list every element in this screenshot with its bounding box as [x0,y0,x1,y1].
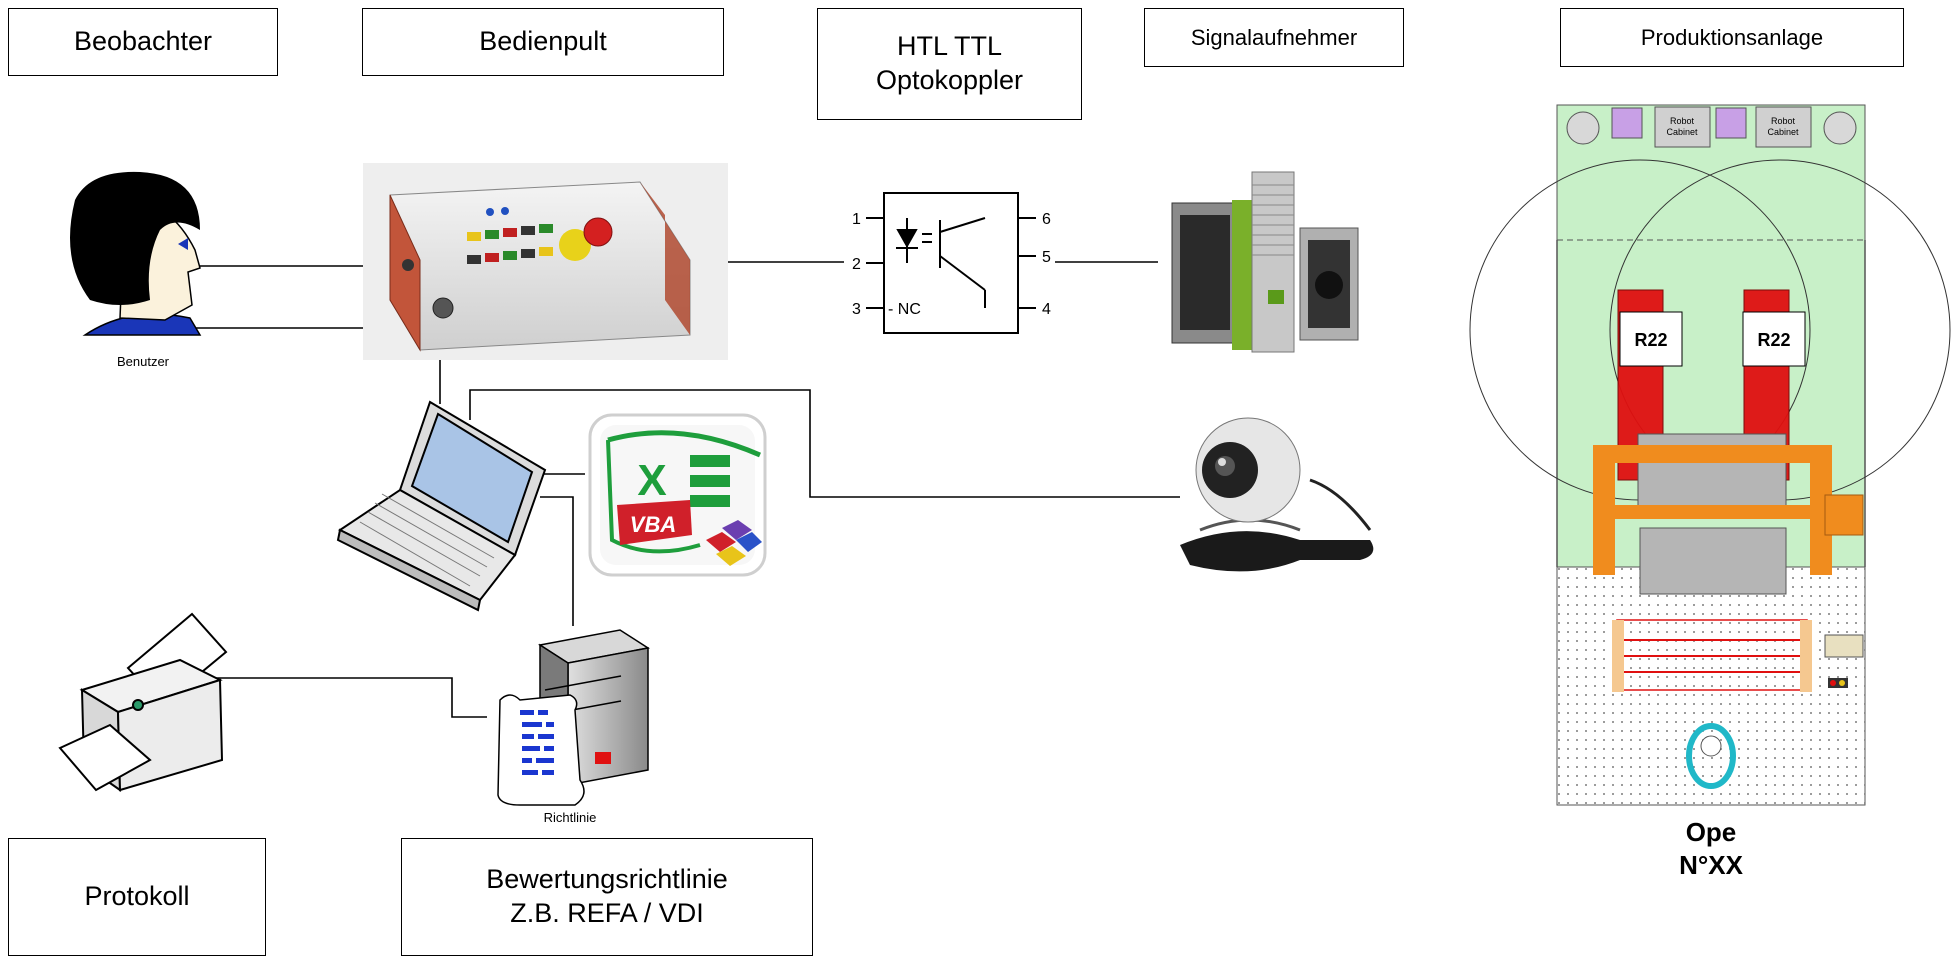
printer-icon [58,612,228,792]
excel-vba-icon: X VBA [588,413,767,577]
box-htl-line1: HTL TTL [896,31,1003,62]
ope-label: Ope N°XX [1628,816,1794,881]
opto-pin-5: 5 [1042,249,1051,266]
box-bewertung-line1: Bewertungsrichtlinie [486,864,728,895]
label-benutzer: Benutzer [117,354,170,369]
box-htl-ttl-optokoppler: HTL TTL Optokoppler [817,8,1082,120]
opto-pin-3: 3 [852,301,861,318]
sensor-group-icon [1171,171,1359,353]
label-richtlinie: Richtlinie [544,810,597,825]
robot-cabinet-2-line2: Cabinet [1767,127,1799,137]
box-bewertung-line2: Z.B. REFA / VDI [510,898,704,928]
document-scroll-icon [497,694,585,806]
box-signalaufnehmer: Signalaufnehmer [1144,8,1404,67]
box-signalaufnehmer-text: Signalaufnehmer [1190,24,1358,50]
opto-pin-6: 6 [1042,211,1051,228]
box-bedienpult: Bedienpult [362,8,724,76]
opto-pin-1: 1 [852,211,861,228]
robot-cabinet-2-line1: Robot [1771,116,1796,126]
robot-r22-left: R22 [1634,330,1667,350]
robot-cabinet-1-line2: Cabinet [1666,127,1698,137]
vba-text: VBA [630,512,676,537]
opto-nc-label: - NC [888,301,921,318]
box-protokoll-text: Protokoll [84,881,190,912]
box-bedienpult-text: Bedienpult [479,26,607,57]
opto-pin-4: 4 [1042,301,1051,318]
laptop-icon [336,400,547,612]
robot-r22-right: R22 [1757,330,1790,350]
box-htl-line2: Optokoppler [875,65,1024,95]
box-produktionsanlage: Produktionsanlage [1560,8,1904,67]
box-protokoll: Protokoll [8,838,266,956]
box-bewertungsrichtlinie: Bewertungsrichtlinie Z.B. REFA / VDI [401,838,813,956]
robot-cabinet-1-line1: Robot [1670,116,1695,126]
opto-pin-2: 2 [852,256,861,273]
box-beobachter-text: Beobachter [73,26,213,57]
box-produktionsanlage-text: Produktionsanlage [1640,24,1824,50]
optocoupler-schematic-icon [866,192,1036,334]
production-cell-layout: Robot Cabinet Robot Cabinet R22 R22 [1469,104,1951,806]
control-panel-icon [363,163,728,360]
ope-line1: Ope [1685,817,1737,847]
webcam-icon [1180,417,1374,572]
ope-line2: N°XX [1679,849,1743,880]
observer-head-icon [70,171,202,336]
excel-x-glyph: X [637,456,666,505]
box-beobachter: Beobachter [8,8,278,76]
